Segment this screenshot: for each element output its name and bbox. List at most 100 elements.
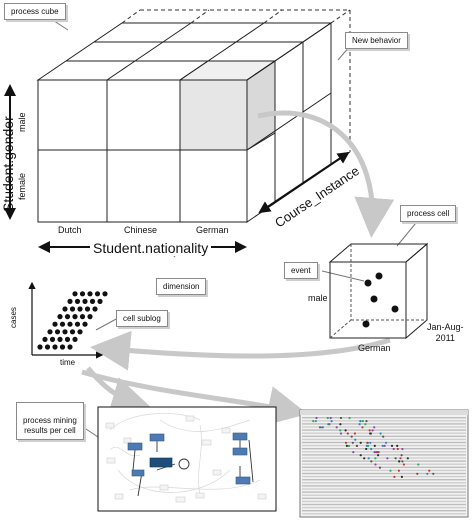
log-event-dot bbox=[370, 447, 373, 451]
log-event-dot bbox=[361, 426, 364, 429]
log-event-dot bbox=[432, 472, 435, 475]
cell-date-label: Jan-Aug- 2011 bbox=[427, 322, 464, 343]
log-row bbox=[302, 463, 466, 465]
log-event-dot bbox=[363, 457, 366, 460]
cube bbox=[36, 9, 351, 223]
log-event-dot bbox=[400, 454, 403, 457]
sublog-dot bbox=[57, 336, 63, 342]
sublog-dot bbox=[72, 336, 78, 342]
log-row bbox=[302, 479, 466, 481]
sublog-dot bbox=[102, 291, 108, 297]
sublog-dot bbox=[69, 306, 76, 312]
log-row bbox=[302, 513, 466, 515]
sublog-dot bbox=[62, 329, 68, 335]
log-event-dot bbox=[386, 457, 389, 460]
process-mining-results-label: process mining results per cell bbox=[23, 416, 77, 435]
log-row bbox=[302, 466, 466, 468]
event-callout: event bbox=[284, 262, 318, 279]
log-event-dot bbox=[379, 432, 382, 435]
process-cell-cube bbox=[328, 242, 429, 340]
sublog-dot bbox=[67, 298, 73, 304]
sublog-dot bbox=[69, 329, 76, 335]
log-event-dot bbox=[376, 451, 379, 454]
log-event-dot bbox=[370, 460, 373, 463]
log-row bbox=[302, 454, 466, 456]
sublog-dot bbox=[52, 344, 58, 350]
sublog-dot bbox=[94, 291, 101, 297]
log-event-dot bbox=[383, 444, 386, 447]
event-dot bbox=[391, 305, 399, 313]
log-event-dot bbox=[351, 441, 354, 444]
process-mining-results-callout: process mining results per cell bbox=[16, 402, 84, 440]
sublog-dot bbox=[59, 321, 66, 327]
log-event-dot bbox=[361, 420, 364, 423]
log-event-dot bbox=[345, 444, 348, 447]
log-event-dot bbox=[346, 432, 349, 435]
log-event-dot bbox=[385, 441, 388, 444]
log-row bbox=[302, 432, 466, 434]
gender-male-label: male bbox=[17, 112, 27, 132]
log-event-dot bbox=[396, 447, 399, 451]
log-event-dot bbox=[396, 444, 399, 447]
log-row bbox=[302, 429, 466, 431]
sublog-chart bbox=[28, 281, 108, 359]
nationality-dutch-label: Dutch bbox=[58, 225, 82, 235]
log-event-dot bbox=[344, 441, 348, 444]
sublog-dot bbox=[87, 314, 93, 320]
log-row bbox=[302, 441, 466, 444]
log-event-dot bbox=[321, 426, 324, 429]
sublog-dot bbox=[57, 314, 63, 320]
log-event-dot bbox=[373, 451, 376, 454]
sublog-dot bbox=[84, 306, 91, 312]
log-row bbox=[302, 506, 466, 509]
log-event-dot bbox=[368, 429, 371, 432]
log-event-dot bbox=[312, 420, 315, 423]
sublog-dot bbox=[52, 321, 58, 327]
sublog-dot bbox=[82, 298, 88, 304]
log-event-dot bbox=[369, 432, 372, 435]
sublog-dot bbox=[79, 314, 86, 320]
sublog-dot bbox=[77, 306, 83, 312]
log-event-dot bbox=[339, 429, 342, 432]
log-event-dot bbox=[326, 416, 329, 420]
process-model-panel bbox=[97, 406, 277, 512]
log-event-dot bbox=[426, 472, 429, 475]
log-event-dot bbox=[315, 416, 318, 420]
cell-nationality-label: German bbox=[358, 343, 391, 353]
log-event-dot bbox=[428, 469, 431, 472]
log-row bbox=[302, 460, 466, 462]
log-event-dot bbox=[348, 416, 351, 420]
gender-female-label: female bbox=[17, 172, 27, 200]
log-event-dot bbox=[373, 426, 376, 429]
sublog-dot bbox=[54, 329, 61, 335]
log-event-dot bbox=[377, 454, 380, 457]
log-event-dot bbox=[367, 457, 370, 460]
sublog-dot bbox=[97, 298, 103, 304]
log-event-dot bbox=[318, 426, 322, 429]
nationality-chinese-label: Chinese bbox=[124, 225, 158, 235]
log-event-dot bbox=[417, 463, 420, 466]
sublog-dot bbox=[74, 321, 81, 327]
sublog-dot bbox=[62, 306, 68, 312]
gender-axis-title: Student.gender bbox=[0, 116, 16, 212]
log-event-dot bbox=[373, 444, 376, 447]
log-event-dot bbox=[390, 444, 394, 447]
log-row bbox=[302, 497, 466, 499]
sublog-dot bbox=[64, 336, 71, 342]
log-row bbox=[302, 485, 466, 487]
sublog-dot bbox=[59, 344, 66, 350]
new-behavior-callout: New behavior bbox=[345, 32, 408, 49]
log-event-dot bbox=[382, 435, 385, 438]
sublog-ylabel: cases bbox=[9, 307, 18, 328]
process-cell-pointer bbox=[396, 217, 421, 247]
process-cell-callout: process cell bbox=[400, 205, 457, 222]
log-event-dot bbox=[399, 457, 402, 460]
log-event-dot bbox=[366, 441, 369, 444]
log-row bbox=[302, 472, 466, 475]
cell-sublog-callout: cell sublog bbox=[116, 310, 168, 327]
log-event-dot bbox=[406, 457, 409, 460]
process-cube-label: process cube bbox=[11, 7, 59, 16]
sublog-dot bbox=[67, 321, 73, 327]
log-event-dot bbox=[394, 457, 397, 460]
log-row bbox=[302, 503, 466, 506]
